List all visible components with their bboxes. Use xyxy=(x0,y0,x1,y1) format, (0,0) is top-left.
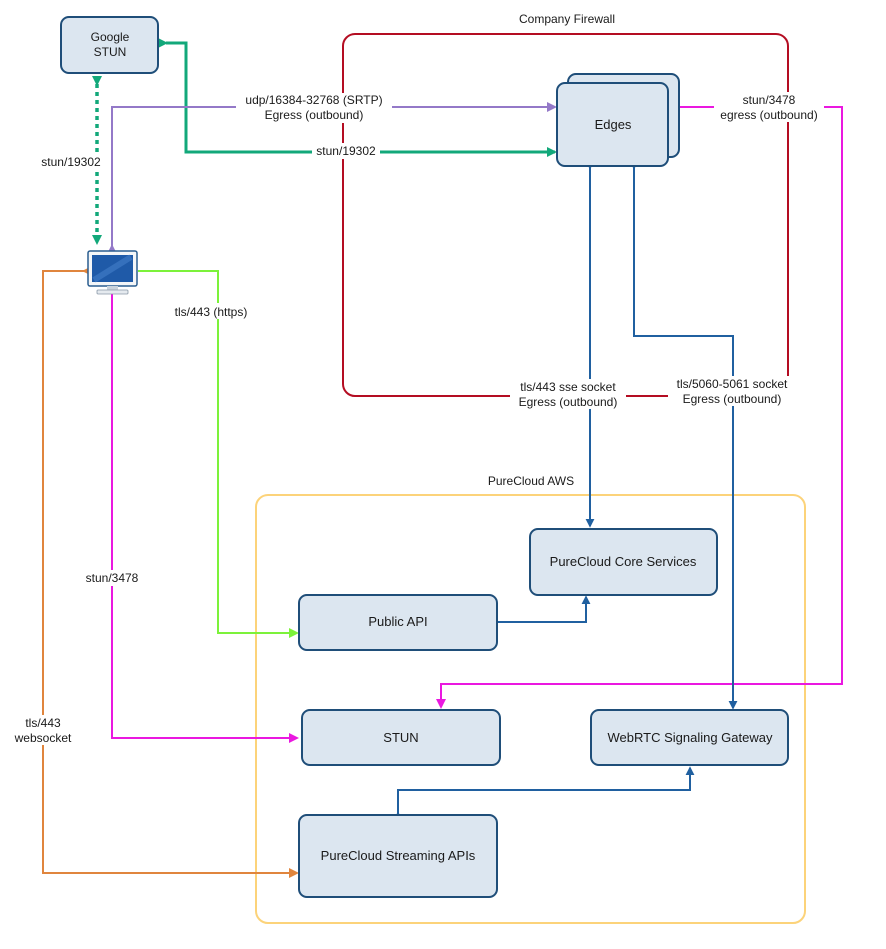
sse-socket-label-line2: Egress (outbound) xyxy=(519,395,618,409)
streaming-gateway-connector xyxy=(393,766,695,821)
stun19302-left-label: stun/19302 xyxy=(41,155,101,169)
srtp-label-line2: Egress (outbound) xyxy=(265,108,364,122)
stun-node: STUN xyxy=(301,709,501,766)
api-core-connector xyxy=(497,595,591,623)
google-stun-label-line1: Google xyxy=(91,30,130,44)
websocket-label-line1: tls/443 xyxy=(25,716,61,730)
company-firewall-label: Company Firewall xyxy=(519,12,615,26)
core-services-label: PureCloud Core Services xyxy=(550,554,697,569)
stun19302-edge-label: stun/19302 xyxy=(316,144,376,158)
computer-icon xyxy=(87,250,138,295)
stun3478-computer-connector xyxy=(111,294,299,743)
core-services-node: PureCloud Core Services xyxy=(529,528,718,596)
stun3478-edges-label-line2: egress (outbound) xyxy=(720,108,817,122)
edges-label: Edges xyxy=(595,117,632,132)
stun3478-left-label: stun/3478 xyxy=(86,571,139,585)
https-connector xyxy=(138,270,299,638)
purecloud-aws-label: PureCloud AWS xyxy=(488,474,574,488)
srtp-label-line1: udp/16384-32768 (SRTP) xyxy=(245,93,382,107)
public-api-node: Public API xyxy=(298,594,498,651)
google-stun-label-line2: STUN xyxy=(94,45,127,59)
websocket-label-line2: websocket xyxy=(14,731,72,745)
google-stun-node: Google STUN xyxy=(60,16,159,74)
stun-label: STUN xyxy=(383,730,418,745)
webrtc-gateway-label: WebRTC Signaling Gateway xyxy=(608,730,773,745)
sse-socket-label-line1: tls/443 sse socket xyxy=(520,380,616,394)
public-api-label: Public API xyxy=(368,614,427,629)
sip-socket-label-line1: tls/5060-5061 socket xyxy=(677,377,788,391)
sip-socket-label-line2: Egress (outbound) xyxy=(683,392,782,406)
websocket-connector xyxy=(42,266,299,878)
webrtc-gateway-node: WebRTC Signaling Gateway xyxy=(590,709,789,766)
https-label: tls/443 (https) xyxy=(175,305,248,319)
edges-node: Edges xyxy=(556,73,680,167)
srtp-connector xyxy=(107,102,557,254)
stun3478-edges-label-line1: stun/3478 xyxy=(743,93,796,107)
streaming-apis-node: PureCloud Streaming APIs xyxy=(298,814,498,898)
sip-socket-connector xyxy=(629,160,738,710)
stun3478-edges-connector xyxy=(436,106,843,709)
streaming-apis-label: PureCloud Streaming APIs xyxy=(321,848,476,863)
